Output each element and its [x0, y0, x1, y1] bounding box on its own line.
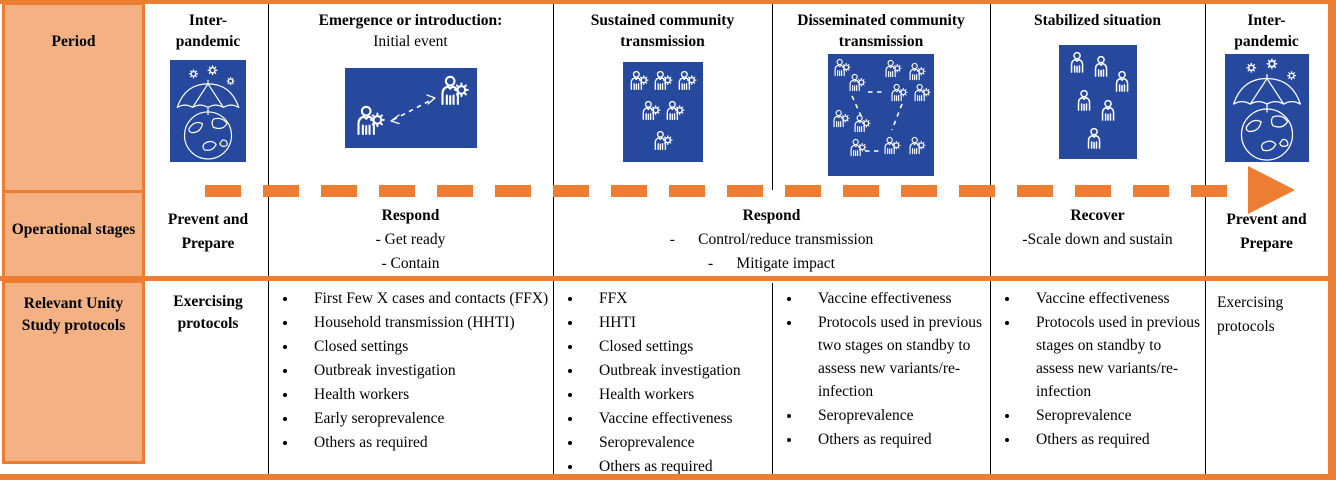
period-title: Emergence or introduction: — [318, 12, 503, 29]
column-divider — [1205, 4, 1206, 474]
protocols-cell-emergence: First Few X cases and contacts (FFX)Hous… — [268, 283, 553, 474]
column-divider — [772, 283, 773, 474]
period-cell-interpandemic-start: Inter- pandemic — [148, 4, 268, 186]
period-cell-stabilized: Stabilized situation — [990, 4, 1205, 186]
row-header-operational-stages: Operational stages — [2, 190, 145, 280]
list-item: First Few X cases and contacts (FFX) — [298, 287, 549, 310]
column-divider — [268, 4, 269, 474]
transmission-clusters-icon — [828, 54, 934, 176]
protocols-text: Exercising protocols — [173, 293, 243, 332]
protocol-list: Vaccine effectivenessProtocols used in p… — [990, 283, 1205, 451]
column-divider — [553, 4, 554, 474]
protocols-text: Exercising protocols — [1217, 294, 1284, 335]
stage-title: Respond — [381, 207, 440, 224]
list-item: Others as required — [298, 431, 549, 454]
infected-people-group-icon — [622, 62, 703, 162]
period-title: Sustained community transmission — [590, 12, 735, 50]
list-item: Closed settings — [583, 335, 768, 358]
column-divider — [772, 4, 773, 190]
section-divider-rule — [0, 276, 1336, 281]
protocols-cell-interpandemic-end: Exercising protocols — [1205, 283, 1328, 474]
timeline-arrowhead-icon — [1248, 166, 1295, 214]
list-item: Vaccine effectiveness — [802, 287, 986, 310]
stage-cell-recover: Recover -Scale down and sustain — [990, 190, 1205, 276]
protocols-cell-interpandemic-start: Exercising protocols — [148, 283, 268, 474]
stage-item-list: - Get ready - Contain — [268, 228, 553, 276]
row-header-period-label: Period — [51, 33, 96, 50]
list-item: Seroprevalence — [1020, 404, 1201, 427]
list-item: Protocols used in previous stages on sta… — [1020, 311, 1201, 403]
stage-cell-prevent-prepare-start: Prevent and Prepare — [148, 190, 268, 276]
period-title: Stabilized situation — [1033, 12, 1162, 29]
protocols-cell-disseminated: Vaccine effectivenessProtocols used in p… — [772, 283, 990, 474]
people-group-icon — [1058, 45, 1137, 159]
list-item: Protocols used in previous two stages on… — [802, 311, 986, 403]
row-header-stages-label: Operational stages — [11, 221, 136, 238]
list-item: Vaccine effectiveness — [1020, 287, 1201, 310]
list-item: Vaccine effectiveness — [583, 407, 768, 430]
list-item: Early seroprevalence — [298, 407, 549, 430]
protocol-list: Vaccine effectivenessProtocols used in p… — [772, 283, 990, 451]
stage-title: Recover — [1070, 207, 1125, 224]
list-item: Seroprevalence — [802, 404, 986, 427]
period-cell-disseminated: Disseminated community transmission — [772, 4, 990, 186]
list-item: Household transmission (HHTI) — [298, 311, 549, 334]
frame-right-border — [1328, 0, 1336, 480]
stage-cell-respond-early: Respond - Get ready - Contain — [268, 190, 553, 276]
timeline-dashed-arrow — [205, 185, 1248, 197]
list-item: FFX — [583, 287, 768, 310]
column-divider — [990, 4, 991, 474]
stage-item-list: - Control/reduce transmission - Mitigate … — [553, 228, 990, 276]
protocols-cell-stabilized: Vaccine effectivenessProtocols used in p… — [990, 283, 1205, 474]
umbrella-globe-virus-icon — [170, 60, 246, 162]
list-item: - Mitigate impact — [708, 255, 835, 272]
stage-title: Prevent and Prepare — [167, 211, 249, 252]
list-item: Outbreak investigation — [583, 359, 768, 382]
protocol-list: First Few X cases and contacts (FFX)Hous… — [268, 283, 553, 454]
list-item: - Get ready — [375, 231, 446, 248]
list-item: Closed settings — [298, 335, 549, 358]
period-cell-emergence: Emergence or introduction: Initial event — [268, 4, 553, 186]
list-item: Others as required — [802, 428, 986, 451]
row-header-protocols-label: Relevant Unity Study protocols — [21, 295, 126, 334]
stage-title: Prevent and Prepare — [1226, 211, 1307, 252]
period-cell-interpandemic-end: Inter- pandemic — [1205, 4, 1328, 186]
list-item: Health workers — [298, 383, 549, 406]
frame-bottom-border — [0, 474, 1336, 480]
person-to-person-transmission-icon — [344, 68, 477, 148]
list-item: -Scale down and sustain — [1022, 231, 1173, 248]
list-item: - Contain — [381, 255, 440, 272]
umbrella-globe-virus-icon — [1224, 54, 1309, 162]
frame-top-border — [0, 0, 1336, 4]
list-item: Others as required — [583, 455, 768, 478]
stage-item-list: -Scale down and sustain — [990, 228, 1205, 252]
list-item: Others as required — [1020, 428, 1201, 451]
period-title: Inter- pandemic — [1234, 12, 1299, 50]
stage-title: Respond — [742, 207, 801, 224]
row-header-unity-protocols: Relevant Unity Study protocols — [2, 280, 145, 464]
stage-cell-prevent-prepare-end: Prevent and Prepare — [1205, 190, 1328, 276]
protocol-list: FFXHHTIClosed settingsOutbreak investiga… — [553, 283, 772, 478]
protocols-cell-sustained: FFXHHTIClosed settingsOutbreak investiga… — [553, 283, 772, 475]
period-cell-sustained: Sustained community transmission — [553, 4, 772, 186]
list-item: Seroprevalence — [583, 431, 768, 454]
period-title: Disseminated community transmission — [797, 12, 965, 50]
period-title: Inter- pandemic — [175, 12, 241, 50]
period-subtitle: Initial event — [373, 33, 448, 50]
stage-cell-respond-main: Respond - Control/reduce transmission - M… — [553, 190, 990, 276]
row-header-period: Period — [2, 2, 145, 212]
list-item: - Control/reduce transmission — [669, 231, 874, 248]
list-item: HHTI — [583, 311, 768, 334]
list-item: Outbreak investigation — [298, 359, 549, 382]
list-item: Health workers — [583, 383, 768, 406]
